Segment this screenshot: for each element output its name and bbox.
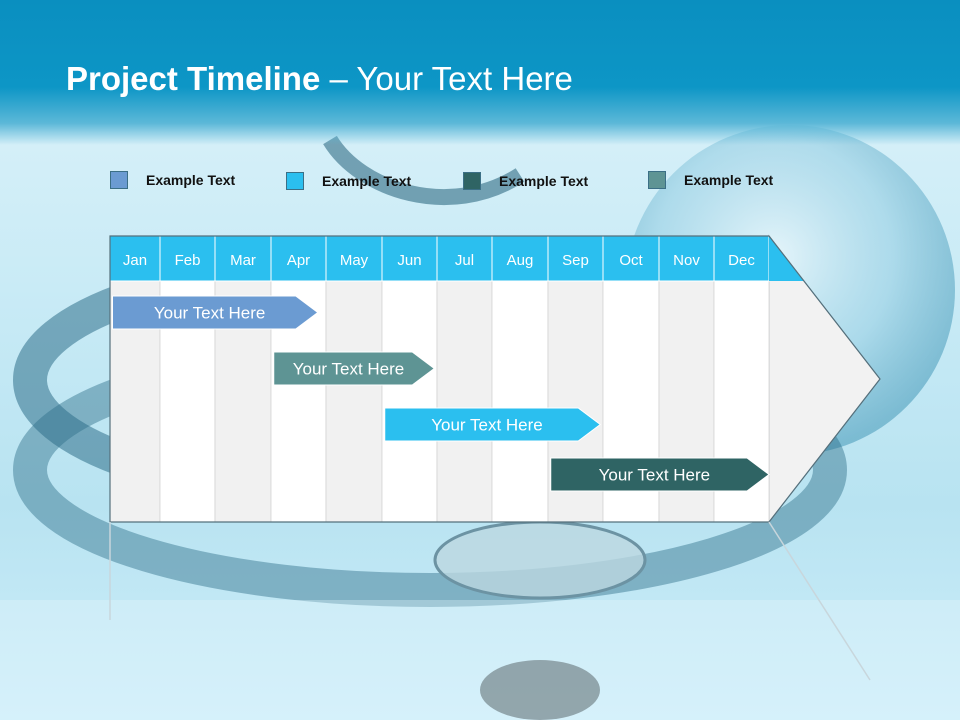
legend-label: Example Text [684, 172, 774, 188]
month-header-cell [713, 235, 770, 282]
legend-item: Example Text [463, 172, 588, 190]
title-rest: Your Text Here [356, 60, 573, 97]
legend-label: Example Text [146, 172, 236, 188]
task-bar [550, 457, 770, 492]
task-bar-label: Your Text Here [431, 416, 543, 435]
month-column [491, 280, 549, 523]
legend-swatch [648, 171, 666, 189]
month-header-cell [602, 235, 660, 282]
timeline-frame [109, 235, 881, 523]
legend-swatch [463, 172, 481, 190]
reflection-line [768, 521, 871, 681]
task-bar [384, 407, 602, 442]
month-header-cell [547, 235, 604, 282]
legend-swatch [110, 171, 128, 189]
month-column [381, 280, 438, 523]
task-bar-label: Your Text Here [154, 304, 266, 323]
month-label: Sep [562, 252, 589, 269]
month-label: Jan [123, 252, 147, 269]
month-label: Nov [673, 252, 700, 269]
title-bold: Project Timeline [66, 60, 321, 97]
task-bar [112, 295, 319, 330]
task-bar-label: Your Text Here [293, 360, 405, 379]
legend-item: Example Text [110, 171, 235, 189]
month-header-cell [159, 235, 216, 282]
month-label: Feb [175, 252, 201, 269]
month-label: Apr [287, 252, 310, 269]
legend-label: Example Text [499, 173, 589, 189]
task-bar [273, 351, 436, 386]
legend-item: Example Text [286, 172, 411, 190]
month-label: Oct [619, 252, 643, 269]
legend-swatch [286, 172, 304, 190]
month-header-cell [491, 235, 549, 282]
month-header-cell [109, 235, 161, 282]
month-header-cell [658, 235, 715, 282]
page-title: Project Timeline – Your Text Here [66, 60, 573, 98]
month-label: May [340, 252, 369, 269]
title-separator: – [320, 60, 357, 97]
header-banner [0, 0, 960, 145]
month-label: Aug [507, 252, 534, 269]
month-header-cell [325, 235, 383, 282]
task-bar-label: Your Text Here [599, 466, 711, 485]
month-label: Jun [397, 252, 421, 269]
legend-label: Example Text [322, 173, 412, 189]
month-label: Mar [230, 252, 256, 269]
month-column [436, 280, 493, 523]
month-header-cell [214, 235, 272, 282]
month-label: Jul [455, 252, 474, 269]
month-label: Dec [728, 252, 755, 269]
month-column [325, 280, 383, 523]
legend-item: Example Text [648, 171, 773, 189]
